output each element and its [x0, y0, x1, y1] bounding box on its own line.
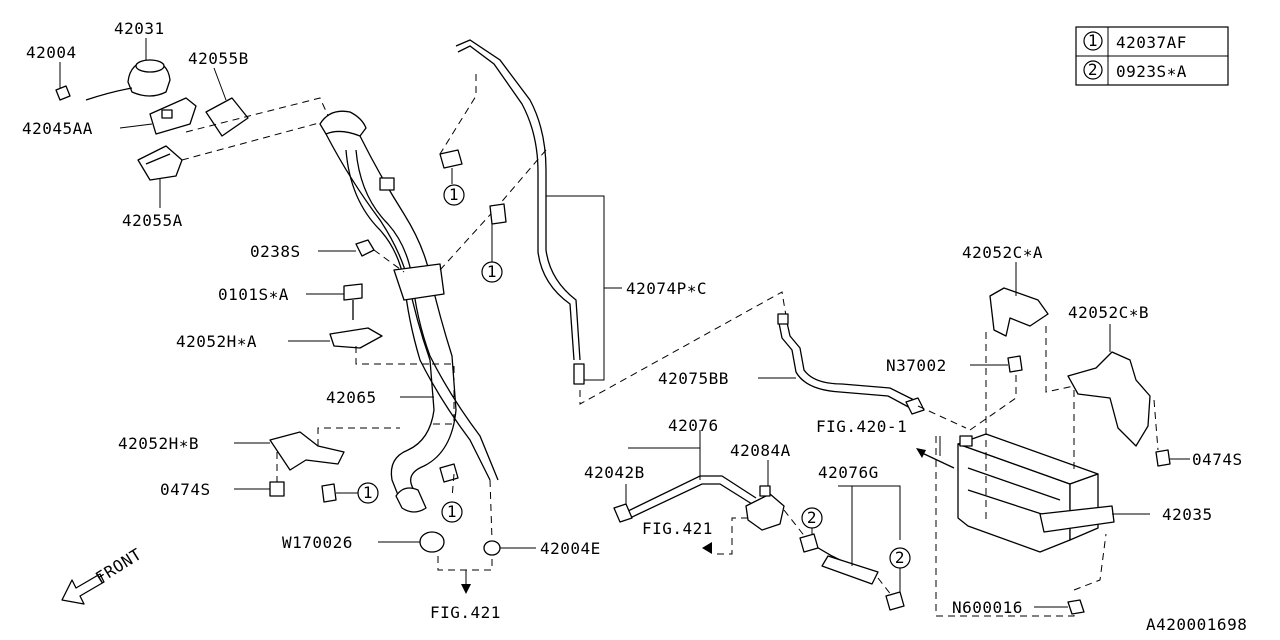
filler-hose-lower-end: [395, 487, 427, 513]
label-42004e: 42004E: [540, 539, 601, 558]
part-labels: 42031 42004 42055B 42045AA 42055A 0238S …: [22, 19, 1247, 634]
callout-2-circle-b: [889, 547, 911, 569]
label-42035: 42035: [1162, 505, 1213, 524]
bracket-42052h-b: [269, 431, 345, 471]
filter-42042b: [613, 503, 633, 523]
label-42042b: 42042B: [584, 463, 645, 482]
canister-bracket: [1039, 505, 1115, 533]
clip-42037af-left: [321, 483, 337, 503]
breather-connector: [379, 177, 395, 191]
clamp-0923s-right: [885, 591, 905, 611]
callout-1-b: 1: [487, 262, 497, 281]
legend-num-1: 1: [1088, 31, 1098, 50]
legend-num-2: 2: [1088, 60, 1098, 79]
label-front: FRONT: [92, 544, 145, 587]
hose-42076g: [821, 555, 879, 585]
bolt-0474s-right: [1155, 449, 1171, 467]
evap-hose-42075bb: [579, 291, 967, 429]
label-42076g: 42076G: [818, 463, 879, 482]
label-42052c-a: 42052C∗A: [962, 243, 1043, 262]
filler-pipe-assembly: [234, 110, 536, 594]
label-42031: 42031: [114, 19, 165, 38]
canister-assembly: [916, 326, 1150, 617]
label-42055b: 42055B: [188, 49, 249, 68]
label-n37002: N37002: [886, 356, 947, 375]
label-42055a: 42055A: [122, 211, 183, 230]
label-n600016: N600016: [952, 598, 1023, 617]
bolt-0474s-left: [269, 481, 285, 497]
label-0474s-right: 0474S: [1192, 450, 1243, 469]
filler-flange: [149, 97, 197, 135]
valve-42084a: [745, 493, 785, 531]
filler-neck-mouth: [319, 110, 367, 137]
hose-clamp-w170026: [419, 531, 445, 553]
legend-part-1: 42037AF: [1116, 33, 1187, 52]
label-42075bb: 42075BB: [658, 369, 729, 388]
legend-row-2: 2 0923S∗A: [1083, 60, 1187, 81]
label-0238s: 0238S: [250, 242, 301, 261]
bracket-42052h-a: [329, 327, 383, 349]
bolt-0101s: [343, 283, 363, 301]
label-42052h-a: 42052H∗A: [176, 332, 257, 351]
evap-pipe-end: [573, 363, 585, 385]
legend-part-2: 0923S∗A: [1116, 62, 1187, 81]
callout-1-c: 1: [363, 483, 373, 502]
label-42052c-b: 42052C∗B: [1068, 303, 1149, 322]
legend: 1 42037AF 2 0923S∗A: [1075, 26, 1229, 86]
drain-hose-group: [613, 430, 905, 611]
legend-callout-circle-1: [1083, 31, 1103, 51]
bracket-42052c-b: [1067, 351, 1151, 447]
clip-42037af-lower: [439, 463, 459, 483]
evap-pipe-42074p: [439, 39, 622, 385]
bracket-42052c-a: [989, 287, 1049, 337]
filler-pipe-bracket: [393, 263, 445, 301]
callout-1-circle-c: [357, 482, 379, 504]
front-indicator: FRONT: [61, 544, 145, 605]
legend-row-1: 1 42037AF: [1083, 31, 1187, 52]
filler-cap-group: [55, 38, 331, 208]
label-fig420-1: FIG.420-1: [816, 417, 907, 436]
label-w170026: W170026: [282, 533, 353, 552]
callout-1-a: 1: [449, 185, 459, 204]
canister-brackets: [970, 262, 1190, 467]
legend-callout-circle-2: [1083, 60, 1103, 80]
front-arrow-icon: [61, 573, 105, 605]
label-42052h-b: 42052H∗B: [118, 434, 199, 453]
clip-42037af-mid: [489, 203, 507, 225]
filler-holder: [137, 145, 183, 181]
label-0101s-a: 0101S∗A: [218, 285, 289, 304]
label-42074p-c: 42074P∗C: [626, 279, 707, 298]
callout-2-a: 2: [807, 508, 817, 527]
callout-1-d: 1: [447, 502, 457, 521]
nut-n37002: [1007, 355, 1023, 373]
nut-n600016: [1067, 599, 1085, 615]
label-42076: 42076: [668, 416, 719, 435]
label-42065: 42065: [326, 388, 377, 407]
label-fig421-mid: FIG.421: [642, 519, 713, 538]
clip-42004e: [483, 540, 501, 556]
label-42045aa: 42045AA: [22, 119, 93, 138]
evap-hose-end: [905, 397, 925, 415]
callout-1-circle-a: [443, 184, 465, 206]
nut-0238s: [355, 239, 375, 257]
callout-1-circle-b: [481, 261, 503, 283]
clip-42037af-upper: [439, 149, 463, 169]
callout-2-circle-a: [801, 507, 823, 529]
label-drawing-id: A420001698: [1146, 615, 1247, 634]
callout-2-b: 2: [895, 548, 905, 567]
label-fig421-bottom: FIG.421: [430, 603, 501, 622]
clamp-0923s-left: [799, 533, 819, 553]
callout-1-circle-d: [441, 501, 463, 523]
label-42004: 42004: [26, 43, 77, 62]
callouts: 1 1 1 1 2 2: [357, 184, 911, 569]
label-0474s-left: 0474S: [160, 480, 211, 499]
label-42084a: 42084A: [730, 441, 791, 460]
filler-protector: [205, 97, 249, 137]
cap-tether-clip: [55, 85, 71, 101]
